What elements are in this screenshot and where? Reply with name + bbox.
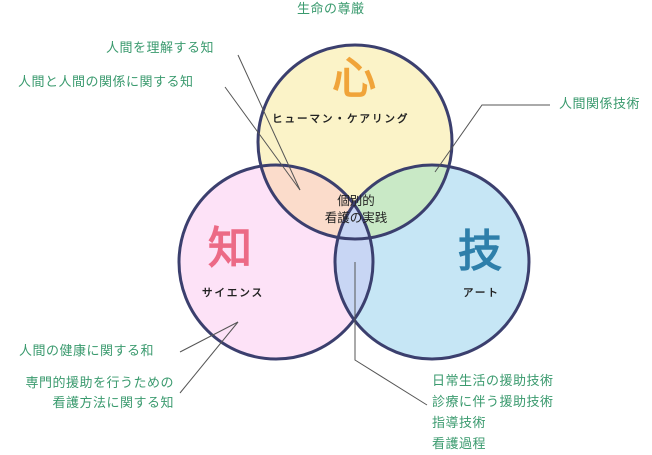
overlap-kokoro-chi xyxy=(258,165,373,239)
label-skills-line-1: 日常生活の援助技術 xyxy=(432,374,554,389)
label-methods-line-2: 看護方法に関する知 xyxy=(52,396,174,411)
kokoro-kanji: 心 xyxy=(332,53,376,104)
top-title-label: 生命の尊厳 xyxy=(297,2,365,17)
leader-relations-between xyxy=(224,86,301,191)
circle-gi-outline xyxy=(333,163,531,361)
label-understand-person: 人間を理解する知 xyxy=(106,41,215,56)
center-text: 個別的 看護の実践 xyxy=(316,192,396,226)
leader-understand-person xyxy=(237,54,301,191)
label-methods-line-1: 専門的援助を行うための xyxy=(25,376,174,391)
leader-health xyxy=(179,321,239,353)
label-skills-line-2: 診療に伴う援助技術 xyxy=(432,395,554,410)
gi-subtitle: アート xyxy=(463,287,500,299)
label-skills: 日常生活の援助技術 診療に伴う援助技術 指導技術 看護過程 xyxy=(432,371,554,455)
kokoro-subtitle: ヒューマン・ケアリング xyxy=(272,113,410,125)
label-methods: 専門的援助を行うための 看護方法に関する知 xyxy=(10,374,174,414)
center-text-line-2: 看護の実践 xyxy=(324,210,388,225)
chi-subtitle: サイエンス xyxy=(202,287,265,299)
circle-kokoro-outline xyxy=(256,43,454,241)
label-relation-skills: 人間関係技術 xyxy=(559,97,641,112)
overlap-kokoro-gi xyxy=(335,165,452,239)
label-relations-between: 人間と人間の関係に関する知 xyxy=(18,75,194,90)
center-text-line-1: 個別的 xyxy=(337,193,375,208)
label-skills-line-4: 看護過程 xyxy=(432,437,487,452)
gi-kanji: 技 xyxy=(458,226,502,277)
leader-skills xyxy=(354,262,428,406)
leader-methods xyxy=(179,321,239,394)
label-health: 人間の健康に関する和 xyxy=(19,344,155,359)
leader-relation-skills xyxy=(434,104,550,173)
chi-kanji: 知 xyxy=(208,223,252,274)
label-skills-line-3: 指導技術 xyxy=(432,416,487,431)
circle-chi-outline xyxy=(177,163,375,361)
